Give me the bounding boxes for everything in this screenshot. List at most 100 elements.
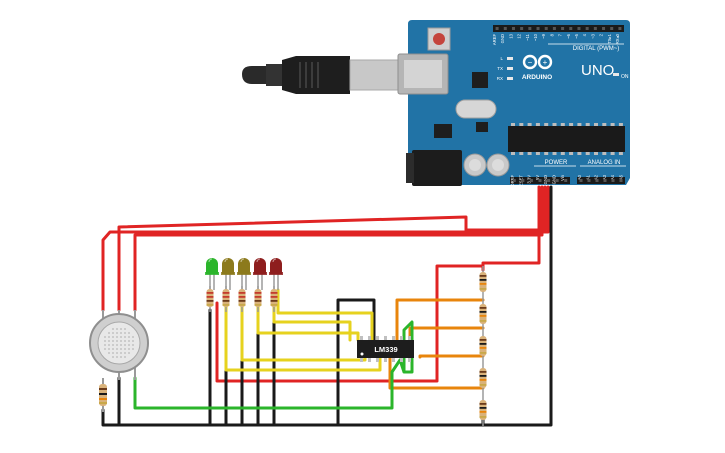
led-2[interactable] xyxy=(221,258,235,290)
gas-sensor[interactable] xyxy=(89,310,149,380)
mesh-hole xyxy=(124,336,126,338)
pin-label: 7 xyxy=(558,33,563,36)
mcu-pin xyxy=(511,152,515,155)
wire-gnd-chip[interactable] xyxy=(336,298,376,427)
wire-gnd-main[interactable] xyxy=(101,185,553,427)
sensor-resistor-band-2 xyxy=(99,393,107,395)
wire-led-anode-bus[interactable] xyxy=(215,264,485,383)
wire-out-led-5[interactable] xyxy=(276,288,374,342)
led-rim xyxy=(253,272,267,275)
led-4[interactable] xyxy=(253,258,267,290)
mesh-hole xyxy=(108,344,110,346)
pin-label: A2 xyxy=(594,174,599,180)
resistor-band xyxy=(479,307,487,309)
lm339-comparator[interactable]: LM339 xyxy=(357,336,414,362)
resistor-band xyxy=(270,304,278,306)
led-rim xyxy=(221,272,235,275)
pin-label: GND xyxy=(552,175,557,184)
divider-resistor-4[interactable] xyxy=(479,362,487,394)
wire-5v-to-sensor-c[interactable] xyxy=(133,185,544,312)
chip-pin xyxy=(392,358,395,362)
wire-5v-to-sensor-a[interactable] xyxy=(101,185,550,312)
led-resistor-5[interactable] xyxy=(270,286,278,312)
resistor-band xyxy=(254,296,262,298)
arduino-infinity-logo xyxy=(522,54,553,70)
wire-ref-3[interactable] xyxy=(418,354,485,359)
mesh-hole xyxy=(104,348,106,350)
wire-ref-1[interactable] xyxy=(395,298,485,342)
resistor-band xyxy=(238,296,246,298)
wire-out-led-1[interactable] xyxy=(224,298,382,372)
reset-button[interactable] xyxy=(433,33,445,45)
led-1[interactable] xyxy=(205,258,219,290)
resistor-band xyxy=(479,283,487,285)
pin-label: Vin xyxy=(560,174,565,181)
header-pin xyxy=(520,27,524,30)
pin-label: 4 xyxy=(582,33,587,36)
pin-label: 2 xyxy=(599,33,604,36)
mesh-hole xyxy=(128,344,130,346)
pin-label: A0 xyxy=(577,174,582,180)
led-body xyxy=(206,258,218,274)
led-body xyxy=(222,258,234,274)
led-3[interactable] xyxy=(237,258,251,290)
usb-cable[interactable] xyxy=(242,56,401,94)
wire-ref-4[interactable] xyxy=(388,355,485,390)
crystal-oscillator xyxy=(455,99,497,119)
mesh-hole xyxy=(128,332,130,334)
led-resistor-2[interactable] xyxy=(222,286,230,312)
mesh-hole xyxy=(112,340,114,342)
led-resistor-4[interactable] xyxy=(254,286,262,312)
mcu-pin xyxy=(585,152,590,155)
pin-label: A1 xyxy=(585,174,590,180)
pin-label: 3.3V xyxy=(527,175,532,184)
led-5[interactable] xyxy=(269,258,283,290)
resistor-band xyxy=(479,416,487,418)
divider-resistor-2[interactable] xyxy=(479,298,487,330)
divider-resistor-3[interactable] xyxy=(479,330,487,362)
chip-pin xyxy=(376,336,379,340)
pin-label: A4 xyxy=(610,174,615,180)
header-pin xyxy=(495,27,499,30)
sensor-resistor-band-1 xyxy=(99,388,107,390)
mesh-hole xyxy=(116,356,118,358)
header-pin xyxy=(511,27,515,30)
divider-resistor-1[interactable] xyxy=(479,266,487,298)
mesh-hole xyxy=(120,352,122,354)
resistor-band xyxy=(479,275,487,277)
header-pin xyxy=(579,179,583,182)
wire-5v-to-sensor-b[interactable] xyxy=(117,185,547,312)
sensor-load-resistor[interactable] xyxy=(99,378,107,412)
usb-controller-chip xyxy=(472,72,488,88)
resistor-band xyxy=(222,300,230,302)
mesh-hole xyxy=(124,356,126,358)
led-resistor-3[interactable] xyxy=(238,286,246,312)
header-pin xyxy=(618,27,622,30)
resistor-band xyxy=(206,292,214,294)
analog-header[interactable] xyxy=(577,177,625,184)
mcu-pin xyxy=(527,152,532,155)
header-pin xyxy=(528,27,532,30)
sensor-resistor-band-4 xyxy=(99,402,107,404)
wire-out-led-3[interactable] xyxy=(256,298,360,342)
led-resistor-1[interactable] xyxy=(206,286,214,312)
mesh-hole xyxy=(124,344,126,346)
resistor-body xyxy=(479,272,487,292)
wire-ref-2[interactable] xyxy=(408,326,485,342)
chip-pin xyxy=(384,336,387,340)
header-pin xyxy=(587,179,591,182)
dc-power-jack[interactable] xyxy=(412,150,462,186)
resistor-band xyxy=(479,384,487,386)
header-pin xyxy=(585,27,589,30)
usb-plug-tip xyxy=(242,66,268,84)
resistor-band xyxy=(206,304,214,306)
mesh-hole xyxy=(120,356,122,358)
digital-header[interactable] xyxy=(493,25,624,32)
pin-label: 8 xyxy=(549,33,554,36)
mesh-hole xyxy=(112,328,114,330)
header-pin xyxy=(602,27,606,30)
divider-resistor-5[interactable] xyxy=(479,394,487,426)
wire-out-led-2[interactable] xyxy=(240,298,367,362)
